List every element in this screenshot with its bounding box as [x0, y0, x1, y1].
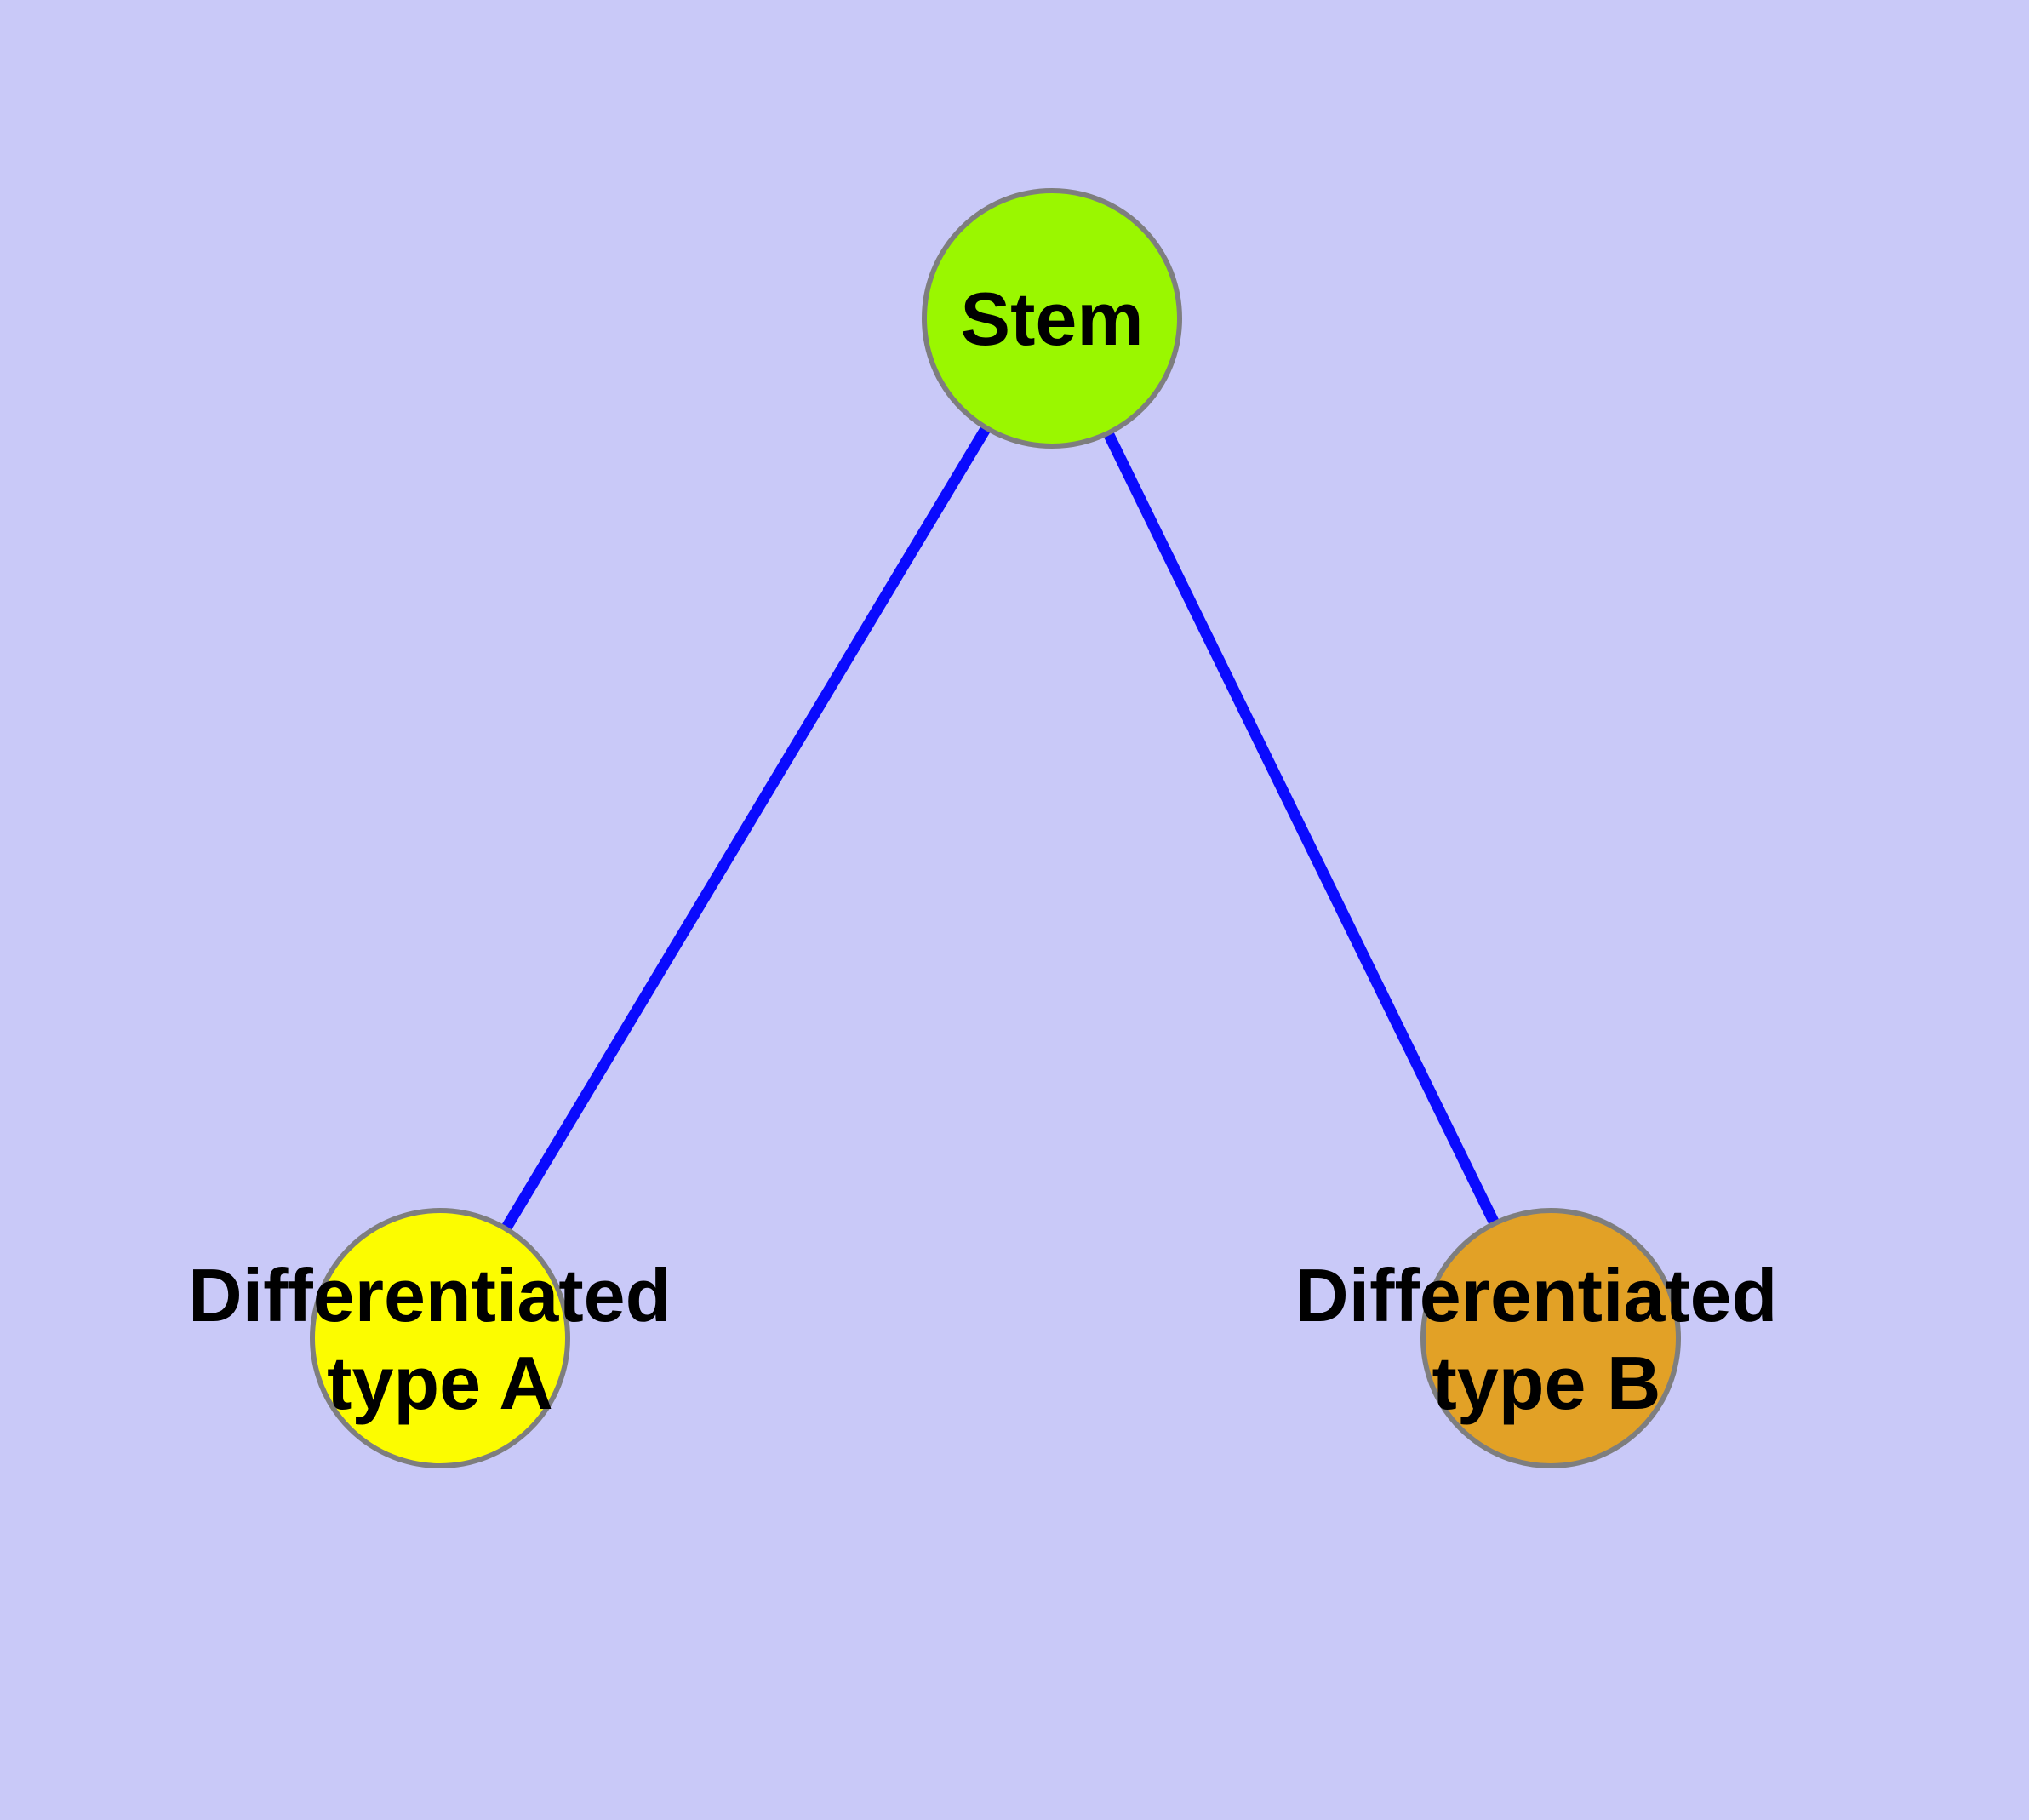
edge-stem-to-type-a [435, 315, 1057, 1342]
node-stem-label: Stem [960, 277, 1143, 361]
node-type-b-label: Differentiated type B [1295, 1253, 1798, 1425]
node-type-b-circle [1420, 1208, 1681, 1468]
node-type-b-label-line2: type B [1432, 1341, 1661, 1425]
node-stem-circle [922, 188, 1182, 449]
node-type-a-label-line1: Differentiated [188, 1253, 671, 1337]
node-type-a-label-line2: type A [327, 1341, 553, 1425]
node-type-b-label-line1: Differentiated [1295, 1253, 1777, 1337]
node-type-a-label: Differentiated type A [188, 1253, 692, 1425]
edge-stem-to-type-b [1047, 316, 1556, 1341]
node-type-a-circle [310, 1208, 570, 1468]
